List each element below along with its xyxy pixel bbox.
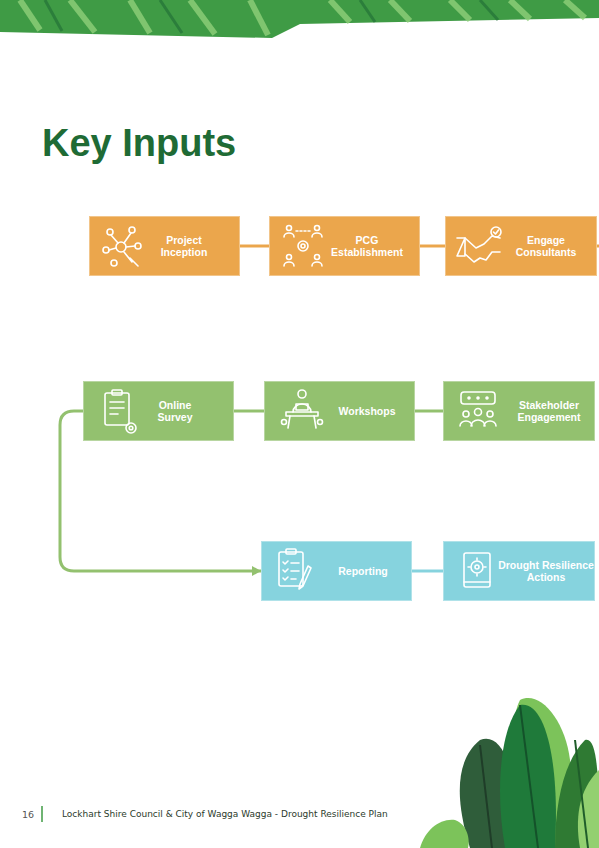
report-icon	[279, 549, 311, 589]
handshake-icon	[457, 227, 501, 262]
process-box: Project Inception	[89, 216, 240, 276]
survey-icon	[105, 390, 136, 433]
plant-illustration	[420, 698, 599, 848]
connector-line	[420, 245, 445, 248]
box-label: PCG Establishment	[327, 217, 407, 275]
page-number: 16	[22, 809, 34, 820]
network-icon	[103, 227, 141, 266]
group-icon	[284, 226, 322, 267]
connector-line	[412, 570, 443, 573]
footer-separator	[41, 806, 43, 822]
process-box: Reporting	[261, 541, 412, 601]
leaf-banner	[0, 0, 599, 38]
flow-connector	[420, 246, 445, 247]
book-icon	[464, 553, 490, 587]
flow-connector	[240, 246, 269, 247]
process-box: Stakeholder Engagement	[443, 381, 595, 441]
box-label: Online Survey	[151, 382, 199, 440]
stakeholder-icon	[460, 392, 496, 426]
leaf-veins	[45, 0, 498, 33]
box-label: Engage Consultants	[512, 217, 580, 275]
box-label: Project Inception	[158, 217, 210, 275]
box-label: Reporting	[323, 542, 403, 600]
process-box: Online Survey	[83, 381, 234, 441]
arrow-head	[252, 566, 261, 576]
process-box: PCG Establishment	[269, 216, 420, 276]
process-box: Engage Consultants	[445, 216, 597, 276]
connector-line	[234, 410, 264, 413]
connector-line	[240, 245, 269, 248]
workshop-icon	[282, 390, 323, 428]
connector-line	[415, 410, 443, 413]
leaf-stripes	[20, 0, 585, 35]
flow-connector	[234, 411, 264, 412]
flow-connector	[415, 411, 443, 412]
flow-connector	[412, 571, 443, 572]
process-box: Drought Resilience Actions	[443, 541, 595, 601]
box-label: Drought Resilience Actions	[494, 542, 598, 600]
box-label: Workshops	[327, 382, 407, 440]
footer-text: Lockhart Shire Council & City of Wagga W…	[62, 809, 388, 819]
page-title: Key Inputs	[42, 122, 236, 165]
process-box: Workshops	[264, 381, 415, 441]
box-label: Stakeholder Engagement	[513, 382, 585, 440]
